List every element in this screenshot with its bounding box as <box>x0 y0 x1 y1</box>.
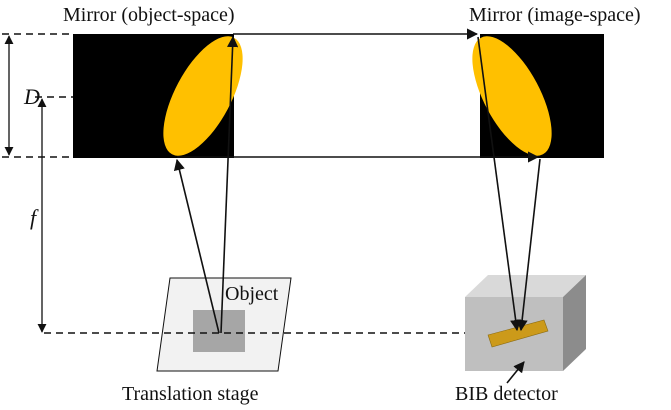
mirror-image-space <box>472 36 552 156</box>
focal-label: f <box>30 205 39 230</box>
translation-stage-label: Translation stage <box>122 383 259 405</box>
diameter-label: D <box>23 84 40 109</box>
mirror-object-label: Mirror (object-space) <box>63 4 235 26</box>
detector-pointer-arrow <box>506 361 525 384</box>
ray-object-to-mirror-bottom <box>173 158 220 334</box>
mirror-object-space <box>163 36 243 156</box>
detector-side-face <box>563 275 586 371</box>
object-label: Object <box>225 283 279 305</box>
ray-mirror-bottom-to-detector <box>516 158 541 332</box>
ray-mirror-top-to-detector <box>477 36 522 332</box>
detector-label: BIB detector <box>455 383 558 405</box>
mirror-image-label: Mirror (image-space) <box>469 4 641 26</box>
ray-object-to-mirror-top <box>220 35 239 334</box>
